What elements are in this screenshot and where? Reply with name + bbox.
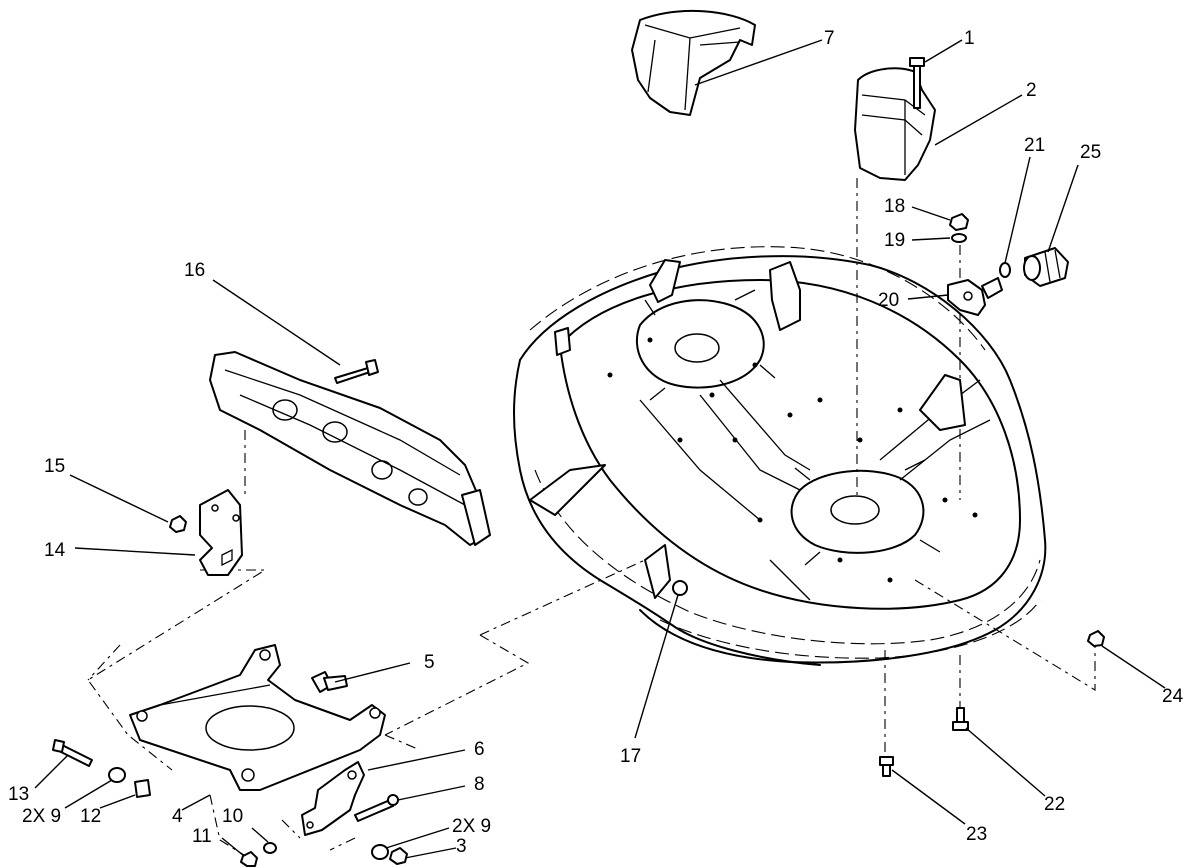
- bracket-part-20: [947, 277, 1003, 316]
- mower-deck: [513, 246, 1047, 666]
- callout-16: 16: [184, 260, 205, 281]
- assembly-center-lines: [87, 178, 1096, 861]
- callout-5: 5: [424, 652, 435, 673]
- spacer-part-12: [134, 779, 151, 798]
- callout-2: 2: [1026, 80, 1037, 101]
- callout-7: 7: [824, 28, 835, 49]
- callout-11: 11: [192, 826, 212, 847]
- callout-23: 23: [966, 824, 987, 845]
- bolt-part-13: [52, 739, 93, 767]
- callout-12: 12: [80, 806, 101, 827]
- callout-21: 21: [1024, 135, 1045, 156]
- cap-part-25: [1023, 247, 1069, 287]
- callout-18: 18: [884, 196, 905, 217]
- washer-part-10: [263, 842, 277, 854]
- callout-6: 6: [474, 739, 485, 760]
- callout-8: 8: [474, 774, 485, 795]
- nut-part-24: [1087, 630, 1105, 647]
- lift-arm-part-16: [209, 351, 491, 546]
- callout-13: 13: [8, 784, 29, 805]
- plate-part-14: [199, 489, 243, 576]
- bolt-part-16: [334, 359, 379, 384]
- fitting-part-21: [999, 262, 1011, 278]
- callout-1: 1: [964, 28, 975, 49]
- callout-19: 19: [884, 230, 905, 251]
- nut-part-11: [240, 851, 258, 867]
- washer-part-19: [951, 233, 967, 243]
- nut-part-17: [672, 580, 688, 596]
- callout-labels: 1 2 3 4 5 6 7 8 2X 9 2X 9 10 11 12 13 14…: [8, 28, 1184, 857]
- callout-9-left: 2X 9: [22, 806, 61, 827]
- callout-10: 10: [222, 806, 243, 827]
- shoulder-bolt-part-5: [311, 671, 348, 693]
- discharge-chute-part-7: [631, 9, 756, 116]
- callout-9-right: 2X 9: [452, 816, 491, 837]
- washer-part-9-left: [108, 767, 126, 783]
- leader-lines: [34, 39, 1166, 859]
- bolt-part-8: [354, 794, 399, 822]
- callout-4: 4: [172, 806, 183, 827]
- bolt-part-22: [952, 707, 969, 731]
- washer-part-9-right: [371, 844, 389, 860]
- callout-17: 17: [620, 746, 641, 767]
- nut-part-3: [389, 847, 408, 865]
- nut-part-15: [169, 515, 187, 533]
- deflector-part-2: [854, 67, 936, 181]
- callout-15: 15: [44, 456, 65, 477]
- callout-24: 24: [1162, 686, 1184, 707]
- callout-22: 22: [1044, 794, 1065, 815]
- mount-bracket-part-4: [129, 644, 386, 791]
- bracket-part-6: [301, 761, 365, 836]
- screw-part-1: [909, 57, 925, 109]
- bolt-part-23: [879, 756, 894, 777]
- callout-25: 25: [1080, 142, 1101, 163]
- callout-14: 14: [44, 540, 66, 561]
- nut-part-18: [949, 213, 969, 231]
- callout-20: 20: [878, 290, 899, 311]
- callout-3: 3: [456, 836, 467, 857]
